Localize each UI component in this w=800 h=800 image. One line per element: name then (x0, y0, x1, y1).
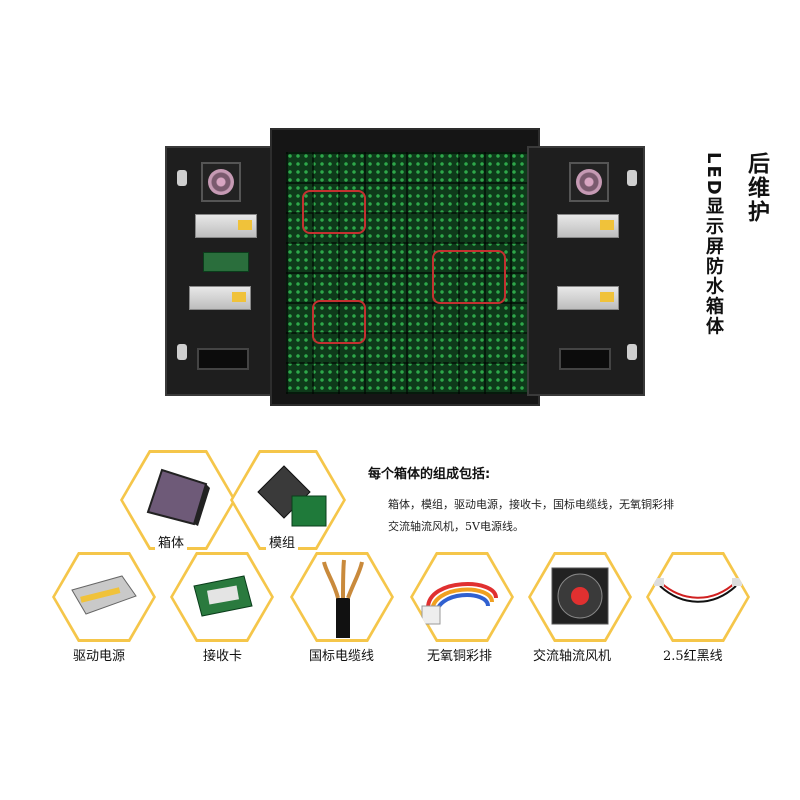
ribbon-cable-icon (421, 582, 498, 625)
power-supply-icon (71, 575, 137, 615)
latch-icon (627, 170, 637, 186)
label-fan: 交流轴流风机 (530, 645, 615, 664)
cabinet-photo (165, 128, 645, 408)
latch-icon (177, 170, 187, 186)
led-panel-left (286, 152, 408, 394)
hex-power-supply (52, 552, 156, 642)
hex-red-black-wire (646, 552, 750, 642)
receiving-card-icon (193, 575, 253, 617)
led-panel-right (406, 152, 528, 394)
fan-icon (569, 162, 609, 202)
fan-icon (201, 162, 241, 202)
handle-icon (197, 348, 249, 370)
title-rear-maintenance: 后维护 (744, 152, 769, 224)
composition-line-1: 箱体，模组，驱动电源，接收卡，国标电缆线，无氧铜彩排 (388, 498, 674, 511)
label-receiving-card: 接收卡 (200, 645, 246, 664)
composition-heading: 每个箱体的组成包括: (368, 467, 491, 482)
cable-icon (302, 190, 366, 234)
latch-icon (627, 344, 637, 360)
handle-icon (559, 348, 611, 370)
label-cabinet: 箱体 (155, 532, 188, 551)
label-cable: 国标电缆线 (306, 645, 378, 664)
hex-cable (290, 552, 394, 642)
label-ribbon-cable: 无氧铜彩排 (424, 645, 496, 664)
hex-fan (528, 552, 632, 642)
left-door (165, 146, 283, 396)
cable-icon (432, 250, 506, 304)
label-power-supply: 驱动电源 (70, 645, 129, 664)
composition-line-2: 交流轴流风机，5V电源线。 (388, 520, 524, 533)
latch-icon (177, 344, 187, 360)
fan-icon (551, 567, 609, 625)
power-supply-icon (557, 286, 619, 310)
receiving-card-icon (203, 252, 249, 272)
power-supply-icon (195, 214, 257, 238)
cabinet-frame (270, 128, 540, 406)
title-waterproof-cabinet: LED显示屏防水箱体 (703, 152, 724, 337)
power-supply-icon (189, 286, 251, 310)
led-module-icon (257, 465, 327, 527)
cabinet-icon (146, 468, 210, 526)
red-black-wire-icon (654, 578, 742, 603)
label-module: 模组 (266, 532, 299, 551)
right-door (527, 146, 645, 396)
cable-icon (312, 300, 366, 344)
cable-icon (322, 559, 364, 638)
power-supply-icon (557, 214, 619, 238)
hex-ribbon-cable (410, 552, 514, 642)
label-red-black-wire: 2.5红黑线 (660, 645, 726, 664)
hex-receiving-card (170, 552, 274, 642)
